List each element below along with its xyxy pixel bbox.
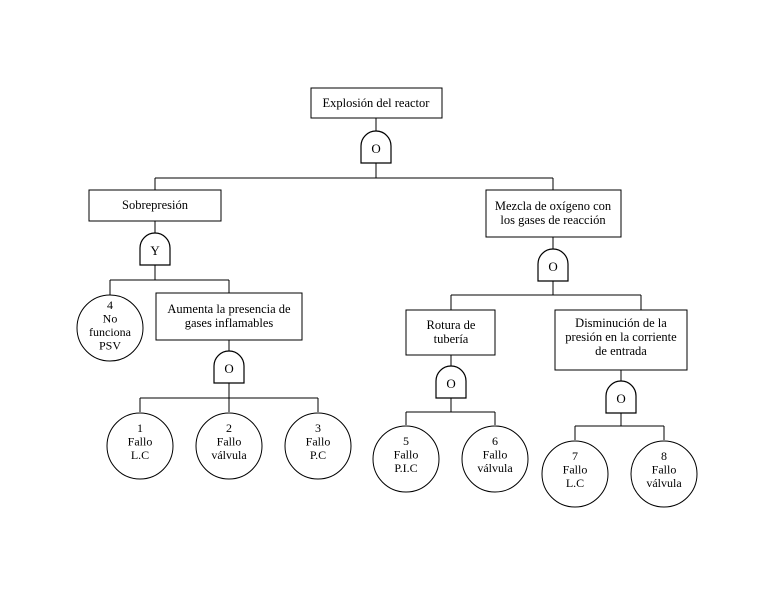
label-line: válvula (211, 448, 247, 462)
label-line: presión en la corriente (565, 330, 677, 344)
gate-sobrepresion: Y (139, 232, 171, 266)
label-line: tubería (434, 332, 469, 346)
label-line: L.C (131, 448, 149, 462)
event-sobrepresion-label: Sobrepresión (122, 198, 189, 212)
gate-sobrepresion-symbol: Y (150, 243, 160, 258)
label-line: los gases de reacción (500, 213, 606, 227)
label-line: válvula (646, 476, 682, 490)
label-line: 7 (572, 449, 578, 463)
label-line: P.I.C (394, 461, 417, 475)
label-line: Explosión del reactor (323, 96, 431, 110)
label-line: funciona (89, 325, 132, 339)
label-line: PSV (99, 338, 121, 352)
gate-disminucion-symbol: O (616, 391, 625, 406)
label-line: Fallo (394, 447, 419, 461)
gate-aumenta-symbol: O (224, 361, 233, 376)
gate-rotura: O (435, 365, 467, 399)
label-line: Aumenta la presencia de (167, 302, 291, 316)
label-line: 4 (107, 298, 113, 312)
gate-aumenta: O (213, 350, 245, 384)
label-line: Disminución de la (575, 316, 667, 330)
event-sobrepresion: Sobrepresión (88, 189, 222, 222)
gate-disminucion: O (605, 380, 637, 414)
label-line: 5 (403, 434, 409, 448)
gate-top-symbol: O (371, 141, 380, 156)
label-line: Fallo (563, 462, 588, 476)
label-line: 8 (661, 449, 667, 463)
label-line: Fallo (483, 447, 508, 461)
label-line: L.C (566, 476, 584, 490)
label-line: Rotura de (427, 318, 476, 332)
event-top-label: Explosión del reactor (323, 96, 431, 110)
label-line: 3 (315, 421, 321, 435)
label-line: Fallo (652, 462, 677, 476)
gate-rotura-symbol: O (446, 376, 455, 391)
gate-top: O (360, 130, 392, 164)
label-line: 6 (492, 434, 498, 448)
event-top-explosion: Explosión del reactor (310, 87, 443, 119)
label-line: Mezcla de oxígeno con (495, 199, 612, 213)
label-line: de entrada (595, 344, 647, 358)
label-line: Fallo (217, 434, 242, 448)
connector-lines (109, 118, 665, 440)
label-line: gases inflamables (185, 316, 274, 330)
label-line: 1 (137, 421, 143, 435)
label-line: Fallo (306, 434, 331, 448)
label-line: válvula (477, 461, 513, 475)
label-line: P.C (310, 448, 326, 462)
label-line: 2 (226, 421, 232, 435)
label-line: Sobrepresión (122, 198, 189, 212)
label-line: Fallo (128, 434, 153, 448)
gate-mezcla: O (537, 248, 569, 282)
label-line: No (103, 311, 118, 325)
gate-mezcla-symbol: O (548, 259, 557, 274)
